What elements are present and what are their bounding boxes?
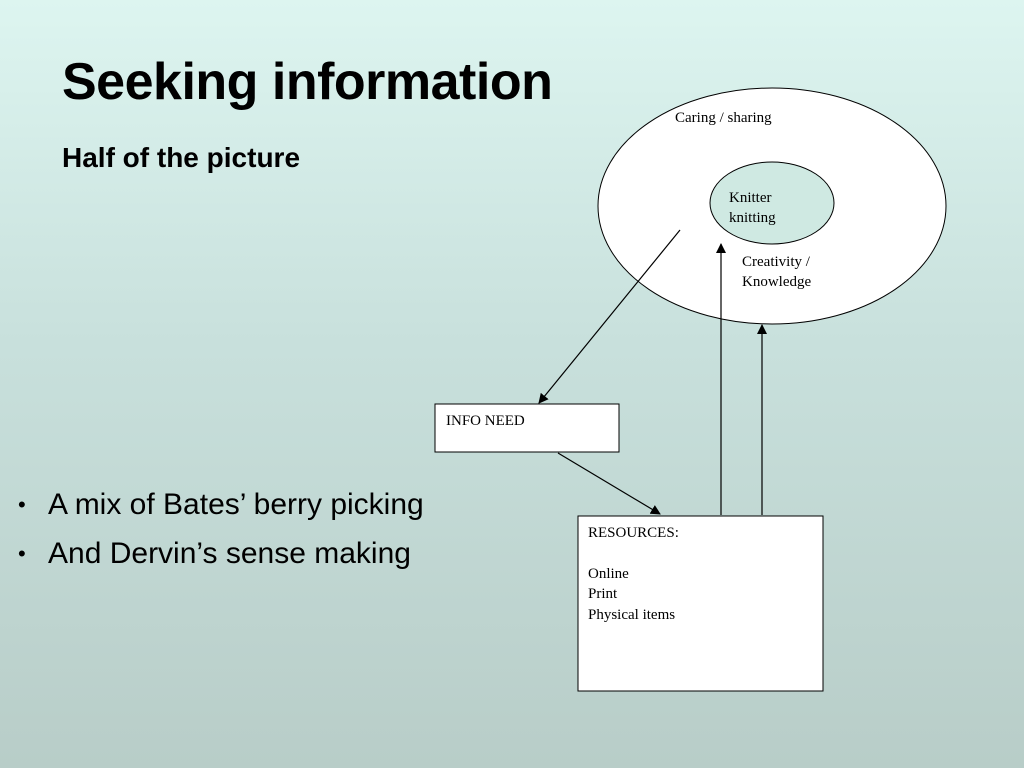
bullet-list: • A mix of Bates’ berry picking • And De… — [18, 485, 424, 583]
inner-ellipse-line: knitting — [729, 210, 776, 226]
bullet-marker: • — [18, 492, 26, 517]
slide-title: Seeking information — [62, 53, 553, 111]
info-need-label: INFO NEED — [446, 413, 525, 429]
bullet-text: And Dervin’s sense making — [48, 537, 411, 570]
creativity-label: Creativity / Knowledge — [742, 254, 814, 290]
inner-ellipse-line: Knitter — [729, 190, 772, 206]
bullet-text: A mix of Bates’ berry picking — [48, 488, 424, 521]
arrow-ellipse-to-info-need — [538, 229, 681, 404]
info-need-box — [434, 403, 620, 453]
resources-item: Online — [588, 566, 629, 582]
slide-subtitle: Half of the picture — [62, 142, 301, 173]
inner-ellipse-label: Knitter knitting — [729, 190, 776, 226]
bullet-item: • A mix of Bates’ berry picking — [18, 485, 424, 534]
outer-ellipse-label: Caring / sharing — [675, 110, 772, 126]
resources-box — [577, 515, 824, 692]
inner-ellipse — [709, 161, 835, 245]
arrow-info-need-to-resources — [557, 452, 661, 515]
bullet-item: • And Dervin’s sense making — [18, 534, 424, 583]
bullet-marker: • — [18, 541, 26, 566]
resources-item: Print — [588, 586, 618, 602]
resources-item: Physical items — [588, 607, 675, 623]
resources-heading: RESOURCES: — [588, 525, 679, 541]
creativity-line: Knowledge — [742, 274, 811, 290]
resources-list: Online Print Physical items — [588, 566, 675, 623]
creativity-line: Creativity / — [742, 254, 811, 270]
